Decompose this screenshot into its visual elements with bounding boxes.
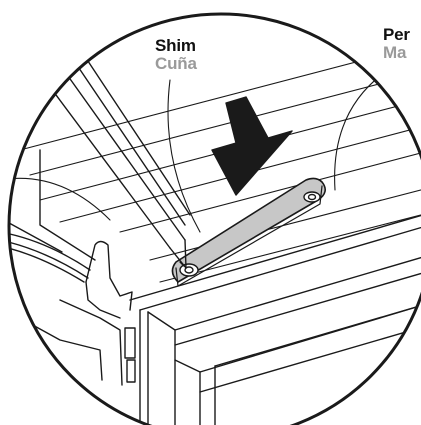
detail-view [9, 33, 421, 425]
pen-label-spanish: Ma [383, 43, 407, 62]
magnifier-border [7, 12, 421, 425]
pen-label: Per Ma [383, 26, 410, 62]
frame-body [129, 209, 421, 425]
shim-label-english: Shim [155, 36, 196, 55]
channel-profile [19, 240, 136, 421]
left-jamb [9, 149, 96, 283]
down-arrow-icon [211, 96, 293, 196]
shim-icon [171, 177, 326, 287]
pen-label-english: Per [383, 25, 410, 44]
shim-label: Shim Cuña [155, 37, 197, 73]
shim-label-spanish: Cuña [155, 54, 197, 73]
screw-icon [179, 191, 321, 277]
